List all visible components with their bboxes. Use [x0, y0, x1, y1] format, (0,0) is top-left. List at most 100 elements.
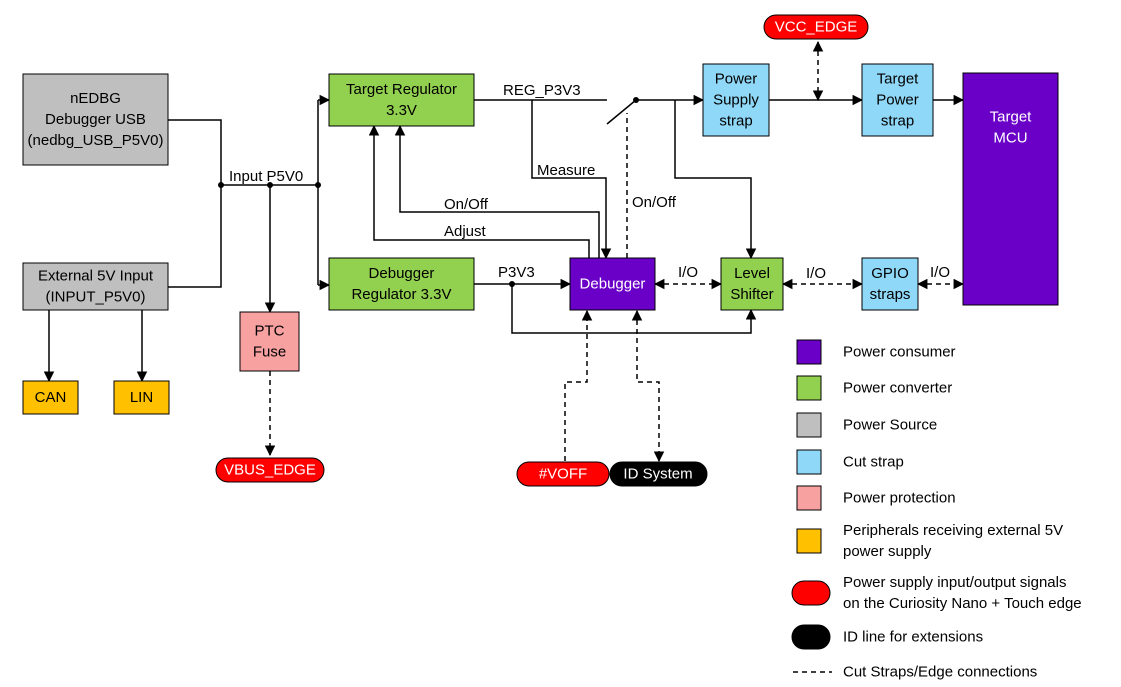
signal-vcc-edge-label: VCC_EDGE	[775, 19, 858, 36]
block-ptc-fuse-rect	[239, 311, 300, 372]
legend-swatch	[796, 339, 822, 365]
block-target-mcu-rect	[962, 72, 1059, 306]
wire-ext-to-bus	[168, 185, 222, 288]
edge-signals: VCC_EDGE VBUS_EDGE #VOFF ID System	[215, 14, 869, 487]
legend-label: Power supply input/output signals	[843, 574, 1066, 591]
block-target-mcu-label: MCU	[993, 130, 1027, 147]
block-lin-label: LIN	[130, 389, 153, 406]
wire-labels: Input P5V0 REG_P3V3 Measure On/Off Adjus…	[229, 82, 950, 282]
signal-vbus-edge	[215, 457, 325, 483]
junction-dot	[509, 281, 515, 287]
block-target-power-strap-label: strap	[881, 113, 914, 130]
block-ext-input-rect	[22, 262, 169, 311]
legend-label: Cut Straps/Edge connections	[843, 664, 1037, 681]
block-debugger-reg-label: Debugger	[369, 265, 435, 282]
block-ptc-fuse: PTC Fuse	[239, 311, 300, 372]
block-target-power-strap-label: Power	[876, 92, 919, 109]
legend-label: Power consumer	[843, 344, 956, 361]
legend-item: Cut strap	[796, 449, 904, 475]
block-nedbg-usb-label: nEDBG	[70, 90, 121, 107]
block-debugger: Debugger	[569, 257, 656, 311]
block-ext-input: External 5V Input (INPUT_P5V0)	[22, 262, 169, 311]
block-power-supply-strap-label: Power	[715, 71, 758, 88]
wire-usb-to-bus	[168, 119, 222, 185]
block-nedbg-usb-label: Debugger USB	[45, 111, 146, 128]
legend-item: Power Source	[796, 412, 937, 438]
legend-label: Cut strap	[843, 454, 904, 471]
wire-adjust	[368, 124, 590, 258]
legend-item: Power consumer	[796, 339, 956, 365]
label-reg-p3v3: REG_P3V3	[503, 82, 581, 99]
signal-vbus-edge-label: VBUS_EDGE	[224, 462, 316, 479]
wire-on-off	[394, 124, 600, 258]
block-debugger-rect	[569, 257, 656, 311]
label-io: I/O	[806, 265, 826, 282]
label-on-off: On/Off	[444, 196, 489, 213]
block-ext-input-label: (INPUT_P5V0)	[45, 289, 145, 306]
junction-dot	[315, 182, 321, 188]
signal-id-system-label: ID System	[623, 466, 692, 483]
block-power-supply-strap-rect	[702, 63, 770, 137]
wires	[43, 40, 965, 463]
switch-blade	[606, 99, 637, 125]
block-power-supply-strap-label: Supply	[713, 92, 759, 109]
legend-label: Power Source	[843, 417, 937, 434]
legend-swatch-pill	[791, 624, 831, 650]
junction-dot	[633, 97, 639, 103]
legend-label: Power protection	[843, 490, 956, 507]
block-power-supply-strap-label: strap	[719, 113, 752, 130]
legend-swatch-pill	[791, 580, 831, 606]
block-nedbg-usb: nEDBG Debugger USB (nedbg_USB_P5V0)	[22, 73, 169, 166]
legend-swatch	[796, 528, 822, 554]
block-gpio-straps-rect	[861, 257, 919, 311]
legend-swatch	[796, 412, 822, 438]
label-io: I/O	[678, 264, 698, 281]
block-debugger-reg-label: Regulator 3.3V	[351, 286, 451, 303]
block-lin-rect	[113, 380, 170, 415]
legend-label: Power converter	[843, 380, 952, 397]
label-p3v3: P3V3	[498, 264, 535, 281]
dashed-id-system	[631, 309, 665, 463]
legend-item: Power protection	[796, 485, 956, 511]
signal-voff	[516, 461, 610, 487]
block-target-reg-rect	[328, 73, 475, 127]
wire-to-level-shifter	[674, 100, 757, 260]
legend-item: Peripherals receiving external 5V power s…	[796, 522, 1063, 560]
block-debugger-reg-rect	[328, 257, 475, 311]
block-nedbg-usb-rect	[22, 73, 169, 166]
block-level-shifter-rect	[720, 257, 784, 311]
signal-vcc-edge	[763, 14, 869, 40]
legend-label: ID line for extensions	[843, 629, 983, 646]
signal-id-system	[609, 461, 708, 487]
block-lin: LIN	[113, 380, 170, 415]
label-input-p5v0: Input P5V0	[229, 168, 303, 185]
block-nedbg-usb-label: (nedbg_USB_P5V0)	[28, 132, 164, 149]
legend-label: power supply	[843, 543, 932, 560]
block-gpio-straps-label: straps	[870, 286, 911, 303]
block-ptc-fuse-label: Fuse	[253, 344, 286, 361]
block-target-power-strap-label: Target	[877, 71, 920, 88]
junction-dot	[267, 182, 273, 188]
dashed-voff	[564, 309, 593, 461]
legend-label: Peripherals receiving external 5V	[843, 522, 1063, 539]
legend-item: Power converter	[796, 375, 952, 401]
block-ext-input-label: External 5V Input	[38, 268, 154, 285]
block-can-rect	[22, 380, 79, 415]
block-ptc-fuse-label: PTC	[255, 323, 285, 340]
wire-measure	[531, 100, 612, 260]
label-on-off-switch: On/Off	[632, 194, 677, 211]
block-can-label: CAN	[35, 389, 67, 406]
block-debugger-label: Debugger	[580, 276, 646, 293]
label-measure: Measure	[537, 162, 595, 179]
block-level-shifter-label: Shifter	[730, 286, 773, 303]
label-io: I/O	[930, 264, 950, 281]
legend-item: ID line for extensions	[791, 624, 983, 650]
